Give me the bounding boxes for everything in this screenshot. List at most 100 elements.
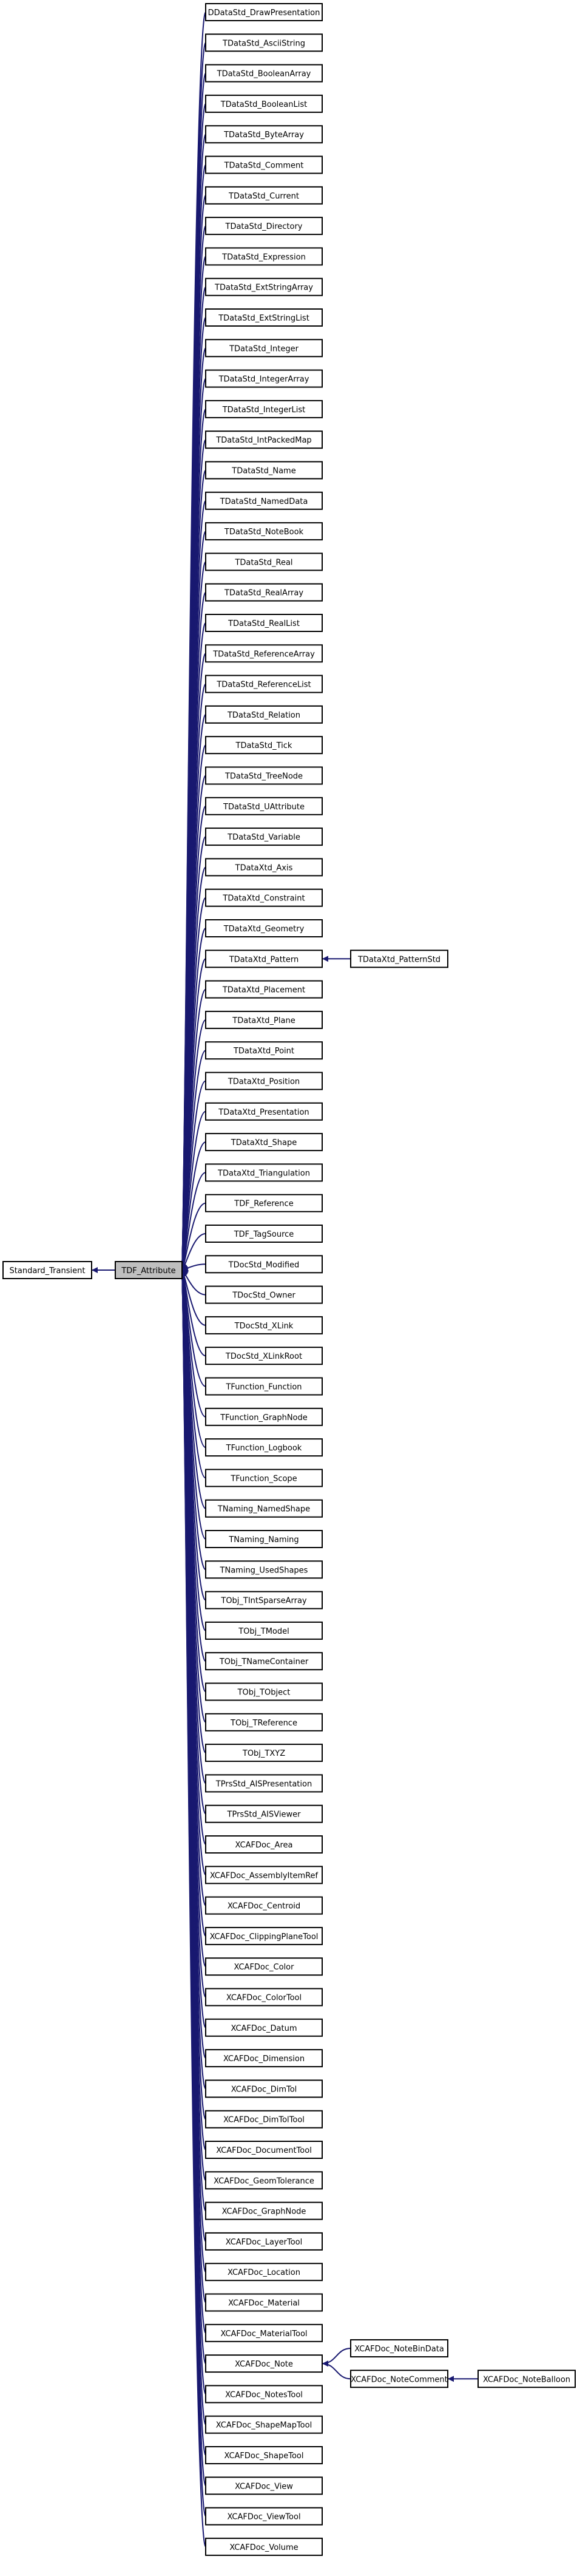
class-node-xcafdoc-location[interactable]: XCAFDoc_Location [205,2263,323,2282]
class-node-tdatastd-reallist[interactable]: TDataStd_RealList [205,614,323,632]
class-node-tdocstd-modified[interactable]: TDocStd_Modified [205,1255,323,1274]
class-box [205,1133,323,1152]
class-node-tnaming-naming[interactable]: TNaming_Naming [205,1530,323,1548]
class-node-tdataxtd-plane[interactable]: TDataXtd_Plane [205,1010,323,1029]
class-node-xcafdoc-datum[interactable]: XCAFDoc_Datum [205,2018,323,2037]
class-node-tnaming-usedshapes[interactable]: TNaming_UsedShapes [205,1560,323,1579]
class-node-tdataxtd-shape[interactable]: TDataXtd_Shape [205,1133,323,1152]
class-node-tprsstd-aisviewer[interactable]: TPrsStd_AISViewer [205,1804,323,1823]
class-node-xcafdoc-note[interactable]: XCAFDoc_Note [205,2354,323,2373]
class-node-tdatastd-booleanlist[interactable]: TDataStd_BooleanList [205,94,323,113]
class-node-tdatastd-referencelist[interactable]: TDataStd_ReferenceList [205,675,323,693]
class-node-tobj-tobject[interactable]: TObj_TObject [205,1682,323,1701]
class-box [205,339,323,358]
class-node-ddatastd-drawpresentation[interactable]: DDataStd_DrawPresentation [205,3,323,21]
class-node-tdatastd-directory[interactable]: TDataStd_Directory [205,217,323,236]
class-node-tfunction-logbook[interactable]: TFunction_Logbook [205,1438,323,1457]
class-node-xcafdoc-clippingplanetool[interactable]: XCAFDoc_ClippingPlaneTool [205,1926,323,1945]
class-node-tdataxtd-triangulation[interactable]: TDataXtd_Triangulation [205,1163,323,1182]
class-node-tdatastd-nameddata[interactable]: TDataStd_NamedData [205,491,323,510]
class-node-tdatastd-referencearray[interactable]: TDataStd_ReferenceArray [205,644,323,663]
class-node-xcafdoc-noteballoon[interactable]: XCAFDoc_NoteBalloon [477,2370,576,2388]
class-node-tdatastd-integerlist[interactable]: TDataStd_IntegerList [205,399,323,418]
class-node-tdataxtd-position[interactable]: TDataXtd_Position [205,1072,323,1090]
class-node-tdatastd-uattribute[interactable]: TDataStd_UAttribute [205,797,323,815]
class-node-tobj-txyz[interactable]: TObj_TXYZ [205,1744,323,1762]
class-node-tdatastd-expression[interactable]: TDataStd_Expression [205,247,323,266]
class-node-xcafdoc-colortool[interactable]: XCAFDoc_ColorTool [205,1988,323,2007]
class-node-tfunction-scope[interactable]: TFunction_Scope [205,1469,323,1487]
class-node-tdataxtd-axis[interactable]: TDataXtd_Axis [205,858,323,877]
class-node-xcafdoc-volume[interactable]: XCAFDoc_Volume [205,2537,323,2556]
class-node-tdatastd-relation[interactable]: TDataStd_Relation [205,705,323,724]
edge-xcafdoc-notebindata-to-xcafdoc-note [322,2347,351,2367]
class-node-tdataxtd-pattern[interactable]: TDataXtd_Pattern [205,950,323,968]
class-node-xcafdoc-assemblyitemref[interactable]: XCAFDoc_AssemblyItemRef [205,1866,323,1884]
class-node-tobj-tintsparsearray[interactable]: TObj_TIntSparseArray [205,1591,323,1609]
class-node-tprsstd-aispresentation[interactable]: TPrsStd_AISPresentation [205,1774,323,1793]
class-node-xcafdoc-notestool[interactable]: XCAFDoc_NotesTool [205,2385,323,2404]
class-node-xcafdoc-shapemaptool[interactable]: XCAFDoc_ShapeMapTool [205,2415,323,2434]
class-node-xcafdoc-notebindata[interactable]: XCAFDoc_NoteBinData [350,2339,448,2357]
class-node-tdatastd-extstringlist[interactable]: TDataStd_ExtStringList [205,308,323,327]
class-node-tdataxtd-constraint[interactable]: TDataXtd_Constraint [205,888,323,907]
class-node-xcafdoc-dimtoltool[interactable]: XCAFDoc_DimTolTool [205,2110,323,2129]
class-node-tfunction-function[interactable]: TFunction_Function [205,1377,323,1396]
class-node-xcafdoc-notecomment[interactable]: XCAFDoc_NoteComment [350,2370,448,2388]
class-node-tdf-reference[interactable]: TDF_Reference [205,1194,323,1212]
class-node-tnaming-namedshape[interactable]: TNaming_NamedShape [205,1499,323,1518]
class-node-xcafdoc-viewtool[interactable]: XCAFDoc_ViewTool [205,2507,323,2526]
class-node-xcafdoc-geomtolerance[interactable]: XCAFDoc_GeomTolerance [205,2171,323,2190]
class-node-tdatastd-asciistring[interactable]: TDataStd_AsciiString [205,33,323,52]
class-node-tobj-tmodel[interactable]: TObj_TModel [205,1621,323,1640]
class-node-tdatastd-integer[interactable]: TDataStd_Integer [205,339,323,358]
class-node-xcafdoc-documenttool[interactable]: XCAFDoc_DocumentTool [205,2141,323,2159]
class-node-tdatastd-bytearray[interactable]: TDataStd_ByteArray [205,125,323,144]
class-node-tdf-tagsource[interactable]: TDF_TagSource [205,1225,323,1243]
class-box [205,1347,323,1365]
class-node-tdatastd-intpackedmap[interactable]: TDataStd_IntPackedMap [205,430,323,449]
class-node-tfunction-graphnode[interactable]: TFunction_GraphNode [205,1407,323,1426]
class-box [205,2201,323,2220]
class-node-tdataxtd-patternstd[interactable]: TDataXtd_PatternStd [350,950,448,968]
class-node-xcafdoc-graphnode[interactable]: XCAFDoc_GraphNode [205,2201,323,2220]
class-node-tdatastd-integerarray[interactable]: TDataStd_IntegerArray [205,369,323,388]
class-node-tdatastd-current[interactable]: TDataStd_Current [205,186,323,205]
class-node-tdataxtd-placement[interactable]: TDataXtd_Placement [205,980,323,999]
class-node-xcafdoc-dimtol[interactable]: XCAFDoc_DimTol [205,2079,323,2098]
class-node-xcafdoc-materialtool[interactable]: XCAFDoc_MaterialTool [205,2323,323,2342]
class-node-tdatastd-name[interactable]: TDataStd_Name [205,461,323,480]
class-node-tdataxtd-presentation[interactable]: TDataXtd_Presentation [205,1102,323,1121]
class-node-tdatastd-real[interactable]: TDataStd_Real [205,552,323,571]
class-node-tdocstd-owner[interactable]: TDocStd_Owner [205,1285,323,1304]
class-node-tdatastd-realarray[interactable]: TDataStd_RealArray [205,583,323,602]
class-name: XCAFDoc_ShapeMapTool [216,2421,312,2430]
class-node-xcafdoc-view[interactable]: XCAFDoc_View [205,2476,323,2495]
class-box [205,247,323,266]
class-node-tobj-treference[interactable]: TObj_TReference [205,1713,323,1731]
class-node-xcafdoc-color[interactable]: XCAFDoc_Color [205,1957,323,1976]
class-node-tobj-tnamecontainer[interactable]: TObj_TNameContainer [205,1652,323,1671]
class-node-tdataxtd-geometry[interactable]: TDataXtd_Geometry [205,919,323,937]
class-node-xcafdoc-area[interactable]: XCAFDoc_Area [205,1835,323,1854]
class-node-tdatastd-comment[interactable]: TDataStd_Comment [205,155,323,174]
class-node-tdocstd-xlinkroot[interactable]: TDocStd_XLinkRoot [205,1347,323,1365]
class-node-tdatastd-tick[interactable]: TDataStd_Tick [205,736,323,755]
class-node-tdocstd-xlink[interactable]: TDocStd_XLink [205,1316,323,1334]
class-node-tdf-attribute[interactable]: TDF_Attribute [115,1261,183,1279]
class-name: TNaming_Naming [228,1535,299,1545]
class-node-tdatastd-variable[interactable]: TDataStd_Variable [205,828,323,846]
class-node-xcafdoc-layertool[interactable]: XCAFDoc_LayerTool [205,2232,323,2251]
class-name: TDataXtd_Presentation [218,1108,309,1117]
class-node-xcafdoc-dimension[interactable]: XCAFDoc_Dimension [205,2049,323,2068]
class-node-xcafdoc-centroid[interactable]: XCAFDoc_Centroid [205,1896,323,1915]
class-node-tdatastd-booleanarray[interactable]: TDataStd_BooleanArray [205,64,323,83]
class-node-tdatastd-extstringarray[interactable]: TDataStd_ExtStringArray [205,277,323,296]
class-node-tdatastd-treenode[interactable]: TDataStd_TreeNode [205,766,323,785]
class-node-tdatastd-notebook[interactable]: TDataStd_NoteBook [205,522,323,541]
class-name: TDataStd_RealList [228,619,300,628]
class-node-tdataxtd-point[interactable]: TDataXtd_Point [205,1041,323,1060]
class-node-xcafdoc-material[interactable]: XCAFDoc_Material [205,2293,323,2312]
class-node-xcafdoc-shapetool[interactable]: XCAFDoc_ShapeTool [205,2446,323,2464]
class-node-standard-transient[interactable]: Standard_Transient [2,1261,92,1279]
